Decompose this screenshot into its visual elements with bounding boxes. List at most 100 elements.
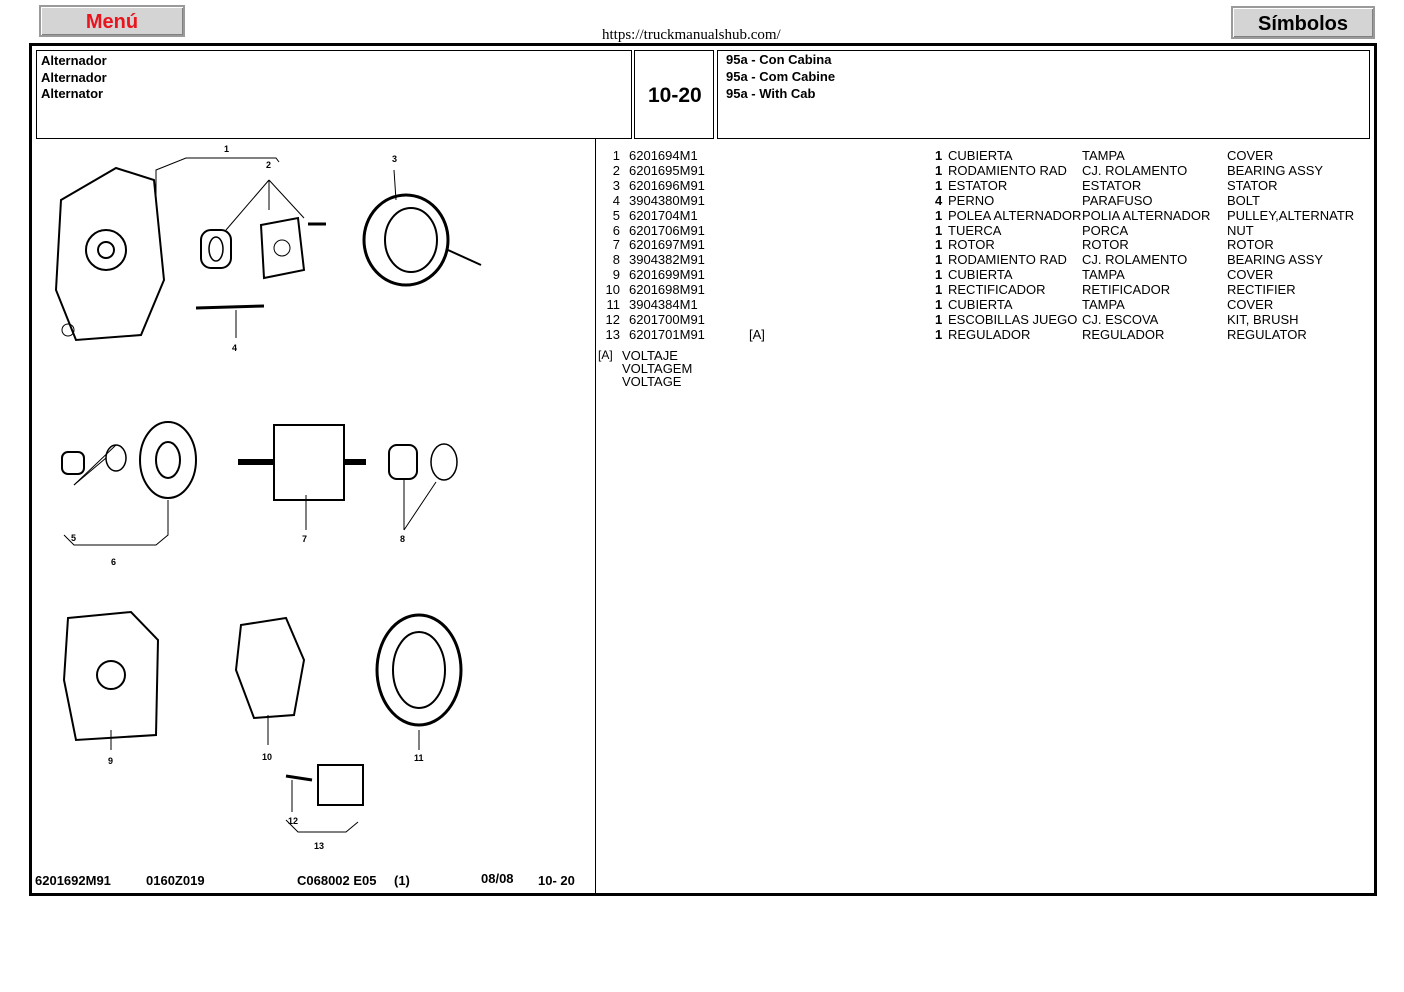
note-tag: [A]: [598, 348, 613, 362]
part-number[interactable]: 6201699M91: [629, 267, 705, 283]
desc-pt: PARAFUSO: [1082, 192, 1153, 208]
part-number[interactable]: 3904380M91: [629, 192, 705, 208]
item-number: 13: [605, 326, 620, 342]
part-number[interactable]: 6201704M1: [629, 207, 698, 223]
desc-es: ESCOBILLAS JUEGO: [948, 311, 1078, 327]
title-pt: Alternador: [41, 70, 107, 85]
desc-en: BEARING ASSY: [1227, 252, 1324, 268]
title-es: Alternador: [41, 53, 107, 68]
desc-en: STATOR: [1227, 177, 1278, 193]
callout-13: 13: [314, 841, 324, 851]
desc-es: CUBIERTA: [948, 267, 1013, 283]
item-qty: 1: [935, 267, 943, 283]
desc-es: CUBIERTA: [948, 148, 1013, 163]
item-qty: 4: [935, 192, 943, 208]
desc-pt: CJ. ROLAMENTO: [1082, 162, 1188, 178]
desc-es: ESTATOR: [948, 177, 1008, 193]
desc-en: ROTOR: [1227, 237, 1274, 253]
page-box: [634, 50, 714, 139]
desc-pt: POLIA ALTERNADOR: [1082, 207, 1211, 223]
desc-pt: ROTOR: [1082, 237, 1129, 253]
part-number[interactable]: 6201700M91: [629, 311, 705, 327]
desc-pt: TAMPA: [1082, 267, 1125, 283]
callout-10: 10: [262, 752, 272, 762]
item-number: 8: [612, 252, 620, 268]
callout-12: 12: [288, 816, 298, 826]
item-qty: 1: [935, 207, 943, 223]
item-qty: 1: [935, 311, 943, 327]
part-number[interactable]: 6201701M91: [629, 326, 705, 342]
item-qty: 1: [935, 252, 943, 268]
exploded-parts-diagram: 1 2 3 4 5 6 7 8 9 10 11 12 13: [54, 144, 482, 851]
footer-ref: C068002 E05: [297, 873, 377, 888]
footer-part: 6201692M91: [35, 873, 111, 888]
footer-date: 08/08: [481, 871, 514, 886]
model-pt: 95a - Com Cabine: [726, 69, 836, 84]
symbols-button[interactable]: Símbolos: [1231, 6, 1375, 39]
desc-es: RODAMIENTO RAD: [948, 162, 1067, 178]
note-line-es: VOLTAJE: [622, 348, 678, 363]
desc-es: CUBIERTA: [948, 297, 1013, 312]
desc-es: PERNO: [948, 192, 995, 208]
desc-en: PULLEY,ALTERNATR: [1227, 207, 1355, 223]
desc-pt: TAMPA: [1082, 148, 1125, 163]
callout-8: 8: [400, 534, 405, 544]
part-number[interactable]: 6201695M91: [629, 162, 705, 178]
item-qty: 1: [935, 148, 943, 163]
desc-es: RECTIFICADOR: [948, 282, 1046, 298]
title-en: Alternator: [41, 86, 104, 101]
item-number: 2: [612, 162, 620, 178]
desc-pt: TAMPA: [1082, 297, 1125, 312]
footer-code: 0160Z019: [146, 873, 205, 888]
model-es: 95a - Con Cabina: [726, 52, 832, 67]
item-number: 11: [606, 297, 621, 312]
site-url[interactable]: https://truckmanualshub.com/: [602, 27, 781, 43]
item-qty: 1: [935, 177, 943, 193]
title-box: Alternador Alternador Alternator: [36, 50, 632, 139]
item-note: [A]: [749, 326, 765, 342]
model-en: 95a - With Cab: [726, 86, 816, 101]
desc-en: BEARING ASSY: [1227, 162, 1324, 178]
desc-es: REGULADOR: [948, 326, 1031, 342]
footer-page: 10- 20: [538, 873, 575, 888]
item-qty: 1: [935, 162, 943, 178]
item-number: 9: [612, 267, 620, 283]
part-number[interactable]: 6201706M91: [629, 222, 705, 238]
item-number: 3: [612, 177, 620, 193]
item-qty: 1: [935, 222, 943, 238]
item-number: 5: [612, 207, 620, 223]
callout-3: 3: [392, 154, 397, 164]
part-number[interactable]: 6201698M91: [629, 282, 705, 298]
callout-9: 9: [108, 756, 113, 766]
item-qty: 1: [935, 297, 943, 312]
callout-2: 2: [266, 160, 271, 170]
desc-pt: RETIFICADOR: [1082, 282, 1171, 298]
note-line-pt: VOLTAGEM: [622, 361, 693, 376]
desc-es: TUERCA: [948, 222, 1002, 238]
callout-1: 1: [224, 144, 229, 154]
callout-6: 6: [111, 557, 116, 567]
item-qty: 1: [935, 282, 943, 298]
menu-button[interactable]: Menú: [39, 5, 185, 37]
callout-5: 5: [71, 533, 76, 543]
callout-4: 4: [232, 343, 237, 353]
part-number[interactable]: 3904382M91: [629, 252, 705, 268]
callout-7: 7: [302, 534, 307, 544]
note-line-en: VOLTAGE: [622, 374, 682, 389]
item-number: 7: [612, 237, 620, 253]
part-number[interactable]: 6201694M1: [629, 148, 698, 163]
desc-en: REGULATOR: [1227, 326, 1307, 342]
desc-en: COVER: [1227, 267, 1274, 283]
item-number: 4: [612, 192, 620, 208]
part-number[interactable]: 3904384M1: [629, 297, 698, 312]
desc-en: COVER: [1227, 148, 1274, 163]
page-number: 10-20: [648, 84, 702, 107]
desc-en: KIT, BRUSH: [1227, 311, 1299, 327]
desc-pt: CJ. ROLAMENTO: [1082, 252, 1188, 268]
part-number[interactable]: 6201697M91: [629, 237, 705, 253]
part-number[interactable]: 6201696M91: [629, 177, 705, 193]
item-qty: 1: [935, 326, 943, 342]
desc-pt: ESTATOR: [1082, 177, 1142, 193]
desc-es: ROTOR: [948, 237, 995, 253]
item-qty: 1: [935, 237, 943, 253]
